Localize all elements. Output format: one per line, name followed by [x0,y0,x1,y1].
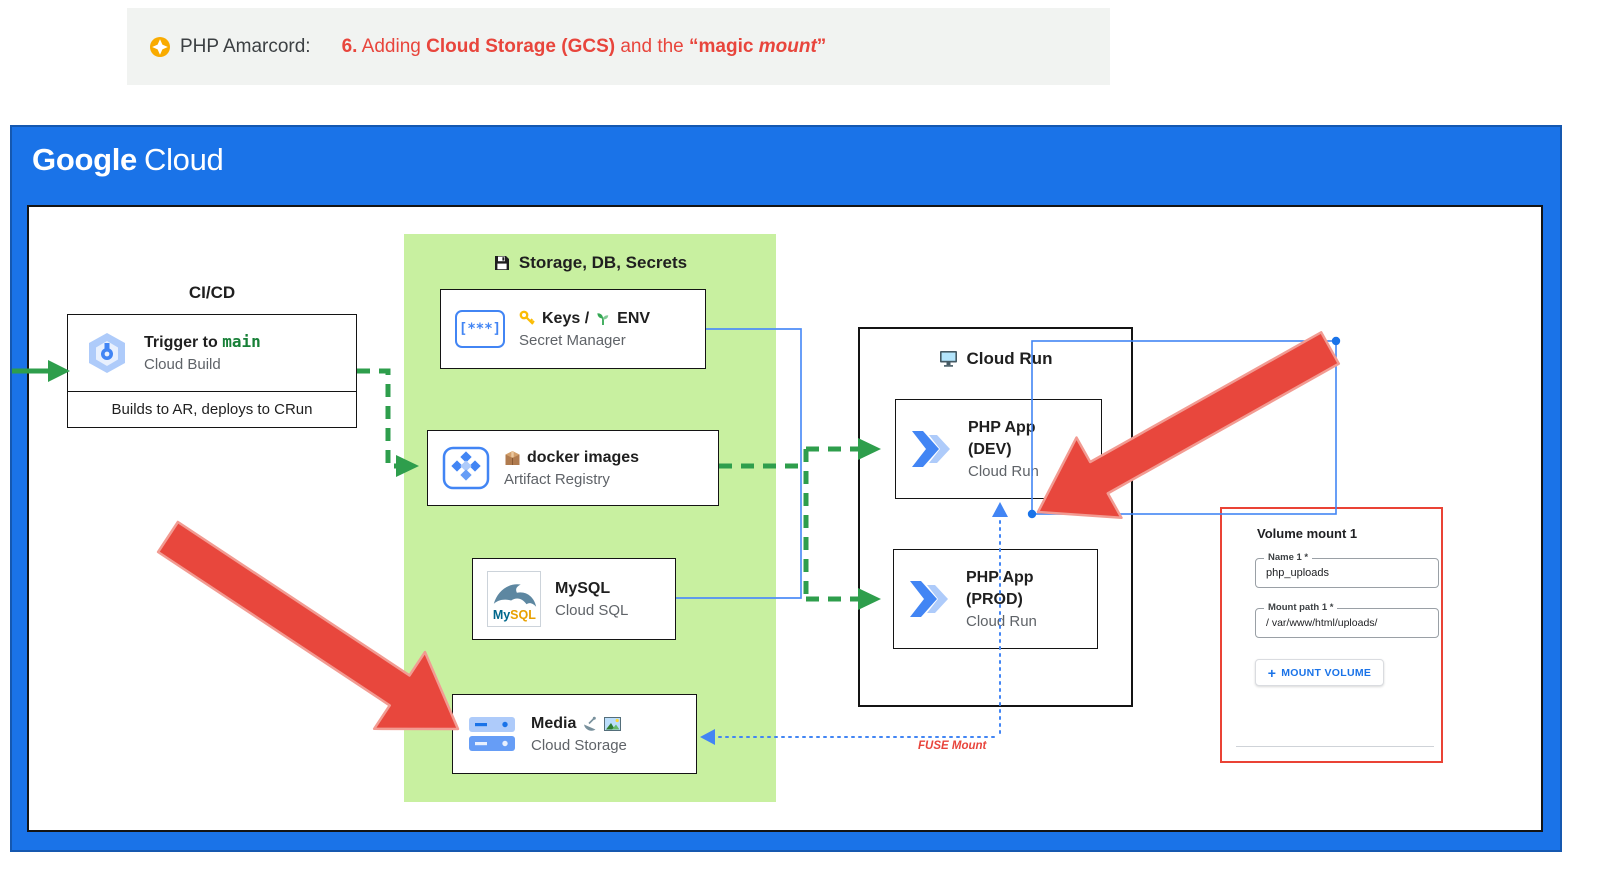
mount-volume-button[interactable]: + MOUNT VOLUME [1255,659,1384,686]
dev-env-label: (DEV) [968,440,1012,458]
secret-manager-node: [***] Keys / ENV Secret Manager [440,289,706,369]
image-icon [604,716,622,731]
heading-text-1: Adding [357,35,427,57]
lesson-heading: 6. Adding Cloud Storage (GCS) and the “m… [342,36,827,58]
plus-icon: + [1267,664,1277,681]
mysql-label: MySQL [555,579,611,597]
cloud-build-service: Cloud Build [144,356,221,373]
volume-path-input[interactable]: Mount path 1 * / var/www/html/uploads/ [1255,602,1439,638]
logo-cloud: Cloud [143,142,224,177]
artifact-service: Artifact Registry [504,470,610,488]
heading-bold-gcs: Cloud Storage (GCS) [426,35,616,57]
prod-app-name: PHP App [966,568,1034,586]
heading-italic-mount: mount [758,35,817,57]
media-label: Media [531,714,577,732]
package-icon [505,450,520,465]
trigger-text: Trigger to [144,334,223,351]
branch-name: main [222,332,261,351]
volume-name-label: Name 1 * [1264,552,1313,563]
satellite-dish-icon [584,716,597,731]
logo-google: Google [32,142,137,177]
secret-env-text: ENV [617,309,651,327]
floppy-disk-icon [494,256,509,270]
cloud-run-icon [910,581,948,617]
heading-text-2: and the [615,35,690,57]
cloud-run-icon [912,431,950,467]
volume-name-value: php_uploads [1266,567,1330,579]
dev-service: Cloud Run [968,462,1039,480]
volume-panel-title: Volume mount 1 [1257,526,1358,541]
volume-name-input[interactable]: Name 1 * php_uploads [1255,552,1439,588]
php-app-prod-node: PHP App (PROD) Cloud Run [893,549,1098,649]
heading-close-quote: ” [816,35,827,57]
volume-path-value: / var/www/html/uploads/ [1266,617,1378,629]
volume-path-label: Mount path 1 * [1264,602,1338,613]
storage-panel-title-text: Storage, DB, Secrets [518,253,688,272]
heading-number: 6. [341,35,358,57]
cloud-run-panel-title: Cloud Run [858,349,1133,369]
mysql-service: Cloud SQL [555,601,629,619]
secret-manager-icon: [***] [455,310,505,348]
artifact-registry-icon [442,446,490,490]
cloud-build-node: Trigger to main Cloud Build Builds to AR… [67,314,357,428]
lesson-banner: PHP Amarcord: 6. Adding Cloud Storage (G… [127,8,1110,85]
cloud-storage-node: Media Cloud Storage [452,694,697,774]
prod-service: Cloud Run [966,612,1037,630]
cloud-build-icon [89,333,125,373]
fuse-mount-label: FUSE Mount [918,740,987,752]
mysql-logo-icon: My SQL [487,571,541,627]
series-title: PHP Amarcord: [180,35,311,57]
volume-mount-panel: Volume mount 1 Name 1 * php_uploads Moun… [1220,507,1443,763]
key-icon [519,310,535,325]
heading-bold-magic: “magic [689,35,759,57]
mysql-logo-text-sql: SQL [510,608,536,622]
prod-env-label: (PROD) [966,590,1023,608]
dev-app-name: PHP App [968,418,1036,436]
cicd-label: CI/CD [188,283,236,302]
cloud-run-panel [858,327,1133,707]
artifact-label: docker images [527,448,640,466]
cloud-run-panel-title-text: Cloud Run [966,349,1053,368]
gemini-icon [150,36,170,57]
mount-volume-label: MOUNT VOLUME [1281,666,1372,679]
cicd-note: Builds to AR, deploys to CRun [68,391,356,427]
secret-keys-text: Keys / [542,309,590,327]
cloud-sql-node: My SQL MySQL Cloud SQL [472,558,676,640]
artifact-registry-node: docker images Artifact Registry [427,430,719,506]
seedling-icon [597,312,609,325]
storage-panel-title: Storage, DB, Secrets [404,253,776,273]
secret-manager-service: Secret Manager [519,331,626,349]
php-app-dev-node: PHP App (DEV) Cloud Run [895,399,1102,499]
cloud-storage-icon [469,717,515,751]
mysql-logo-text-my: My [493,608,510,622]
panel-divider [1236,746,1434,747]
cloud-storage-service: Cloud Storage [531,736,627,754]
monitor-icon [939,351,957,367]
